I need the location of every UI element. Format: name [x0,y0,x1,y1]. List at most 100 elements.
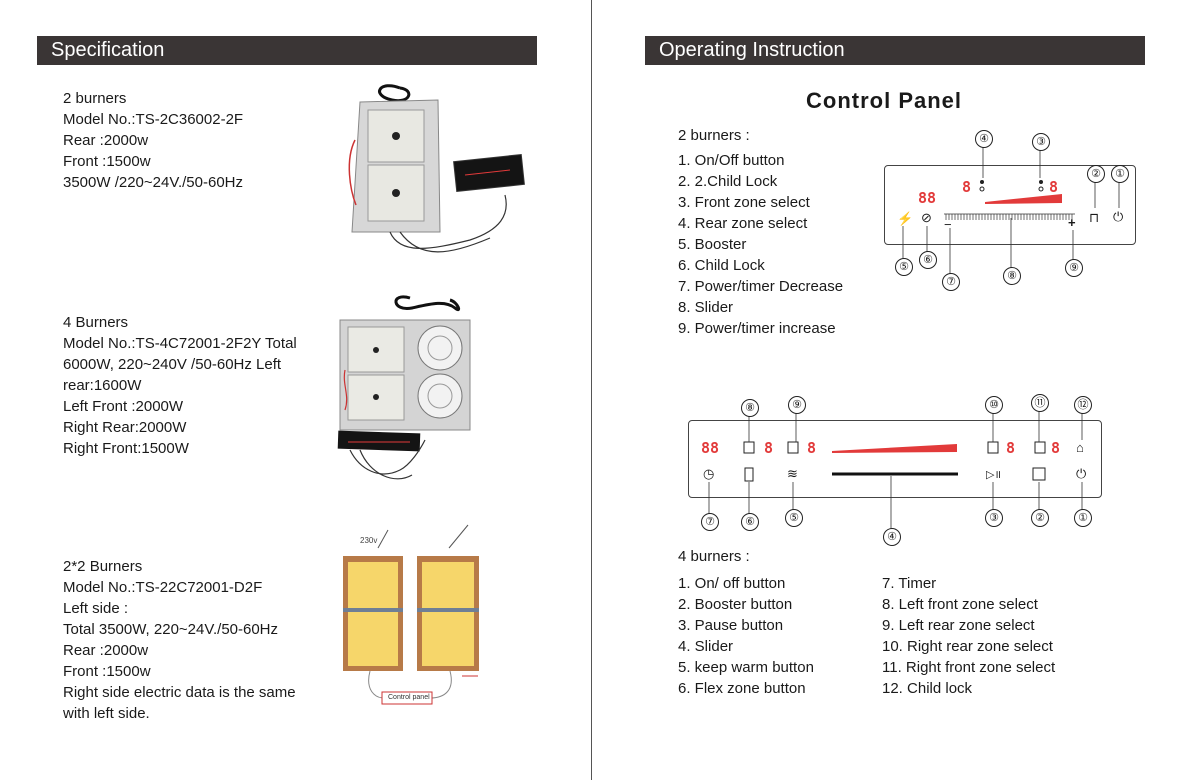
callout-2: ② [1087,165,1105,183]
callout-3: ③ [1032,133,1050,151]
list-item: 4. Rear zone select [678,215,808,232]
list-item: 11. Right front zone select [882,659,1056,676]
spec-line: Model No.:TS-22C72001-D2F [63,579,263,596]
spec-line: Front :1500w [63,663,151,680]
spec-line: Front :1500w [63,153,151,170]
callout-1: ① [1111,165,1129,183]
spec-line: Model No.:TS-2C36002-2F [63,111,244,128]
panel2-left-front-display: 8 [764,439,774,457]
callout-4: ④ [975,130,993,148]
list-item: 10. Right rear zone select [882,638,1053,655]
timer-icon: ◷ [703,466,715,481]
two-burners-list: 1. On/Off button 2. 2.Child Lock 3. Fron… [678,150,843,339]
list-item: 3. Pause button [678,617,784,634]
lock-icon: ⊓ [1089,210,1100,225]
power-icon: ⏻ [1113,209,1124,224]
spec-line: 3500W /220~24V./50-60Hz [63,174,243,191]
panel1-main-display: 88 [918,189,937,207]
callout-8: ⑧ [741,399,759,417]
spec-2x2-burners: 2*2 Burners Model No.:TS-22C72001-D2F Le… [63,556,296,724]
operating-instruction-banner: Operating Instruction [645,36,1145,65]
panel1-rear-display: 8 [962,178,972,196]
panel1-front-display: 8 [1049,178,1059,196]
child-lock-icon: ⊘ [921,210,932,225]
callout-8: ⑧ [1003,267,1021,285]
list-item: 9. Left rear zone select [882,617,1035,634]
list-item: 6. Child Lock [678,257,765,274]
booster-icon: ⚡ [897,211,914,226]
callout-12: ⑫ [1074,396,1092,414]
callout-5: ⑤ [785,509,803,527]
panel2-timer-display: 88 [701,439,720,457]
spec-line: with left side. [63,705,150,722]
spec-line: 6000W, 220~240V /50-60Hz Left [63,356,282,373]
list-item: 1. On/ off button [678,575,786,592]
callout-9: ⑨ [1065,259,1083,277]
list-item: 5. keep warm button [678,659,814,676]
callout-10: ⑩ [985,396,1003,414]
diagram-control-panel-label: Control panel [388,694,430,701]
spec-line: 2 burners [63,90,127,107]
list-item: 4. Slider [678,638,734,655]
four-burners-list-col2: 7. Timer 8. Left front zone select 9. Le… [882,573,1055,699]
list-item: 6. Flex zone button [678,680,806,697]
list-item: 2. Booster button [678,596,793,613]
two-burners-heading: 2 burners : [678,127,750,144]
list-item: 3. Front zone select [678,194,810,211]
control-panel-title: Control Panel [806,88,963,113]
spec-line: Left Front :2000W [63,398,184,415]
four-burners-heading: 4 burners : [678,548,750,565]
specification-banner: Specification [37,36,537,65]
list-item: 7. Timer [882,575,937,592]
list-item: 1. On/Off button [678,152,785,169]
pause-icon: ▷॥ [986,469,1002,481]
spec-line: Total 3500W, 220~24V./50-60Hz [63,621,279,638]
spec-line: Model No.:TS-4C72001-2F2Y Total [63,335,297,352]
spec-line: Right Rear:2000W [63,419,187,436]
page-divider [591,0,592,780]
spec-line: Rear :2000w [63,642,149,659]
operating-instruction-title: Operating Instruction [659,39,845,61]
panel2-right-front-display: 8 [1051,439,1061,457]
spec-4-burners: 4 Burners Model No.:TS-4C72001-2F2Y Tota… [63,312,297,459]
list-item: 2. 2.Child Lock [678,173,778,190]
list-item: 5. Booster [678,236,747,253]
spec-line: Left side : [63,600,129,617]
callout-5: ⑤ [895,258,913,276]
spec-line: 4 Burners [63,314,129,331]
panel2-left-rear-display: 8 [807,439,817,457]
power-icon: ⏻ [1076,466,1087,481]
four-burners-list-col1: 1. On/ off button 2. Booster button 3. P… [678,573,814,699]
callout-7: ⑦ [701,513,719,531]
spec-2-burners: 2 burners Model No.:TS-2C36002-2F Rear :… [63,88,243,193]
control-panel-2-burners [884,165,1136,245]
spec-line: rear:1600W [63,377,142,394]
increase-icon: + [1068,215,1076,230]
list-item: 9. Power/timer increase [678,320,836,337]
callout-6: ⑥ [919,251,937,269]
spec-line: 2*2 Burners [63,558,143,575]
callout-3: ③ [985,509,1003,527]
keep-warm-icon: ≋ [787,466,798,481]
list-item: 12. Child lock [882,680,973,697]
specification-title: Specification [51,39,165,61]
list-item: 8. Left front zone select [882,596,1038,613]
spec-line: Rear :2000w [63,132,149,149]
callout-2: ② [1031,509,1049,527]
callout-11: ⑪ [1031,394,1049,412]
callout-1: ① [1074,509,1092,527]
diagram-voltage-label: 230v [360,536,378,545]
panel2-right-rear-display: 8 [1006,439,1016,457]
callout-6: ⑥ [741,513,759,531]
spec-line: Right Front:1500W [63,440,189,457]
callout-4: ④ [883,528,901,546]
callout-7: ⑦ [942,273,960,291]
decrease-icon: − [944,217,952,232]
control-panel-4-burners [688,420,1102,498]
list-item: 8. Slider [678,299,734,316]
